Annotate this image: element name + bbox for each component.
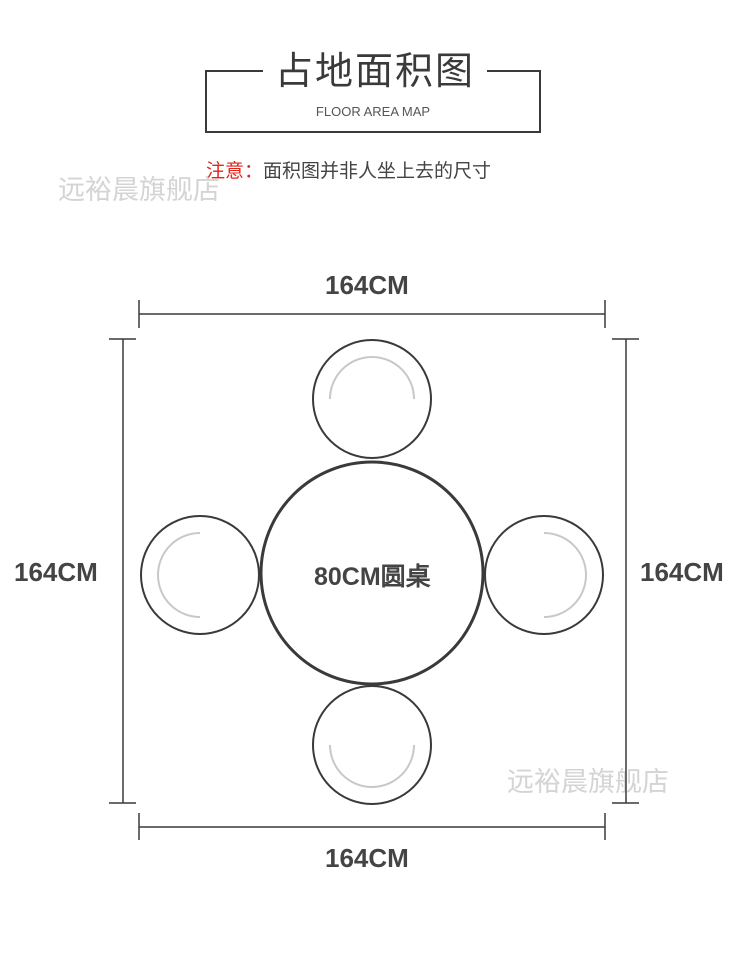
dim-label-top: 164CM — [325, 270, 409, 300]
watermark-top: 远裕晨旗舰店 — [58, 175, 220, 206]
page-subtitle: FLOOR AREA MAP — [315, 104, 431, 119]
note-label: 注意： — [206, 160, 264, 182]
chair-bottom-backrest — [329, 744, 415, 788]
table-label: 80CM圆桌 — [314, 563, 431, 591]
chair-left-backrest — [157, 532, 201, 618]
round-table — [259, 460, 485, 686]
title-frame — [205, 70, 541, 133]
chair-top-backrest — [329, 356, 415, 400]
note-text: 面积图并非人坐上去的尺寸 — [263, 160, 492, 182]
dim-label-bottom: 164CM — [325, 843, 409, 873]
title-rule-left — [205, 70, 263, 72]
chair-right-backrest — [543, 532, 587, 618]
watermark-bottom: 远裕晨旗舰店 — [507, 767, 669, 798]
title-rule-right — [487, 70, 541, 72]
dim-label-right: 164CM — [640, 557, 724, 587]
note: 注意：面积图并非人坐上去的尺寸 — [206, 156, 491, 183]
dim-label-left: 164CM — [14, 557, 98, 587]
page-title: 占地面积图 — [274, 49, 475, 93]
